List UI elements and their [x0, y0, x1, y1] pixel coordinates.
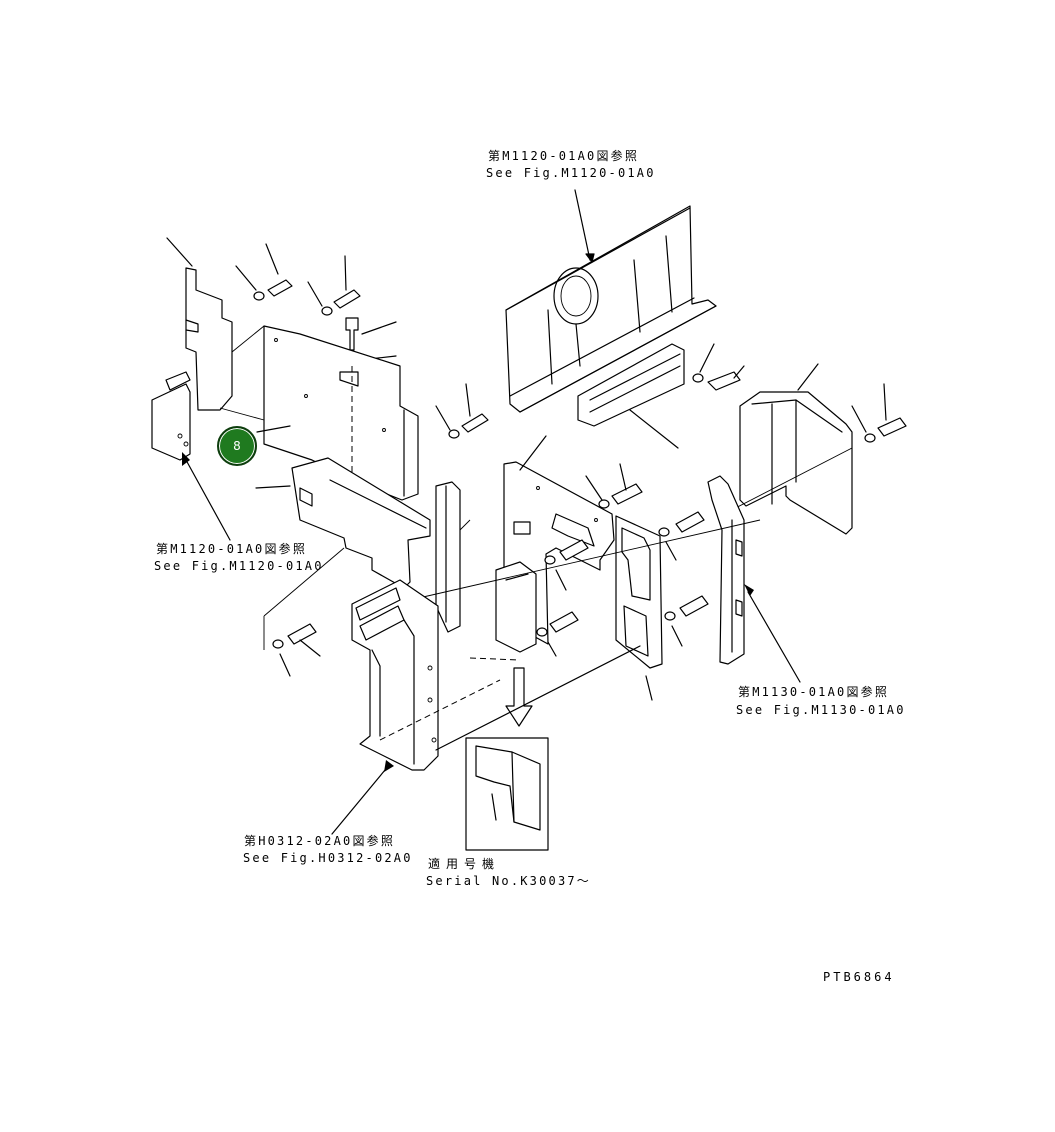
bolt-set-center-left	[435, 383, 489, 439]
bolt-set-top-right	[692, 343, 745, 391]
left-side-bracket	[151, 237, 233, 461]
serial-note-jp: 適用号機	[428, 857, 501, 871]
ref-bottom-jp: 第H0312-02A0図参照	[244, 834, 396, 848]
inner-cover-plate	[469, 561, 537, 661]
ref-left-en: See Fig.M1120-01A0	[154, 559, 324, 573]
right-cover	[719, 363, 853, 535]
callout-number: 8	[233, 439, 241, 453]
ref-top-jp: 第M1120-01A0図参照	[488, 149, 640, 163]
bolt-set-lower-left	[272, 623, 321, 677]
ref-right-en: See Fig.M1130-01A0	[736, 703, 906, 717]
drawing-code: PTB6864	[823, 970, 895, 984]
vertical-channel	[435, 481, 471, 633]
serial-detail-box	[465, 737, 549, 851]
center-right-panel	[615, 515, 663, 701]
serial-note-en: Serial No.K30037～	[426, 874, 591, 888]
reference-leaders	[182, 425, 291, 541]
left-cover-panel	[219, 325, 419, 501]
ref-top-en: See Fig.M1120-01A0	[486, 166, 656, 180]
top-center-panel	[505, 189, 717, 413]
part-callout-8-hotspot[interactable]: 8	[217, 426, 257, 466]
ref-bottom-en: See Fig.H0312-02A0	[243, 851, 413, 865]
ref-left-jp: 第M1120-01A0図参照	[156, 542, 308, 556]
bolt-set-far-right	[851, 383, 907, 443]
under-panel-box	[577, 343, 685, 449]
bolt-set-center	[409, 463, 761, 657]
ref-right-jp: 第M1130-01A0図参照	[738, 685, 890, 699]
lower-frame-assembly	[331, 579, 641, 835]
right-vertical-strip	[707, 475, 801, 683]
direction-arrow	[505, 667, 533, 727]
